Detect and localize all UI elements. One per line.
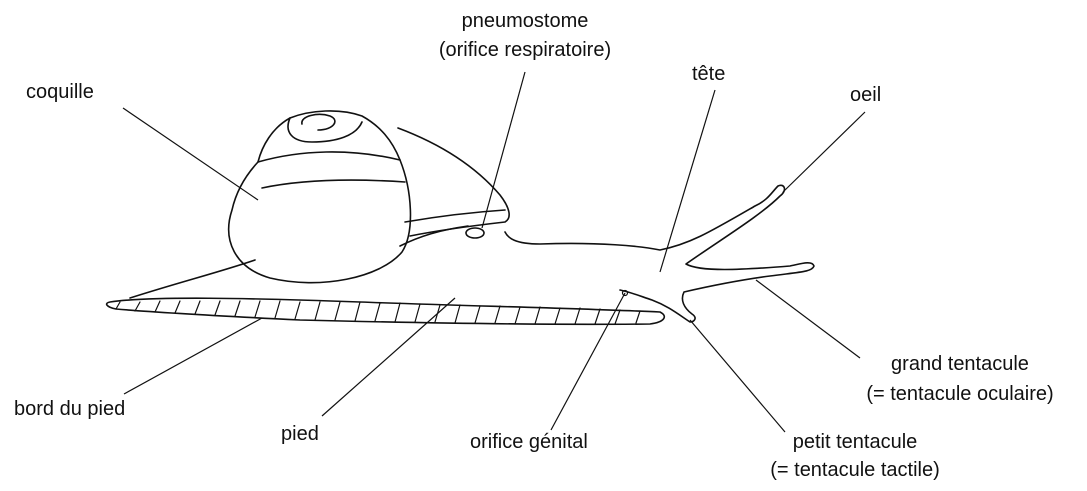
leader-oeil xyxy=(783,112,865,192)
label-grand-tentacule: grand tentacule xyxy=(840,352,1080,377)
label-tete: tête xyxy=(692,62,725,87)
label-oeil: oeil xyxy=(850,83,881,108)
foot-edge-hatching xyxy=(116,301,640,324)
leader-tete xyxy=(660,90,715,272)
leader-coquille xyxy=(123,108,258,200)
shell-drawing xyxy=(229,111,509,283)
label-pneumostome-sub: (orifice respiratoire) xyxy=(400,38,650,63)
label-pied: pied xyxy=(281,422,319,447)
label-petit-tentacule: petit tentacule xyxy=(740,430,970,455)
label-orifice-genital: orifice génital xyxy=(470,430,588,455)
leader-pied xyxy=(322,298,455,416)
label-coquille: coquille xyxy=(26,80,94,105)
label-petit-tentacule-sub: (= tentacule tactile) xyxy=(736,458,974,483)
leader-pneumostome xyxy=(482,72,525,228)
leader-petit-tentacule xyxy=(690,320,785,432)
leader-orifice-genital xyxy=(551,293,625,430)
label-bord-du-pied: bord du pied xyxy=(14,397,125,422)
leader-grand-tentacule xyxy=(756,280,860,358)
foot-outline xyxy=(107,298,665,324)
label-grand-tentacule-sub: (= tentacule oculaire) xyxy=(836,382,1084,407)
leader-bord-du-pied xyxy=(124,318,262,394)
label-pneumostome: pneumostome xyxy=(400,9,650,34)
